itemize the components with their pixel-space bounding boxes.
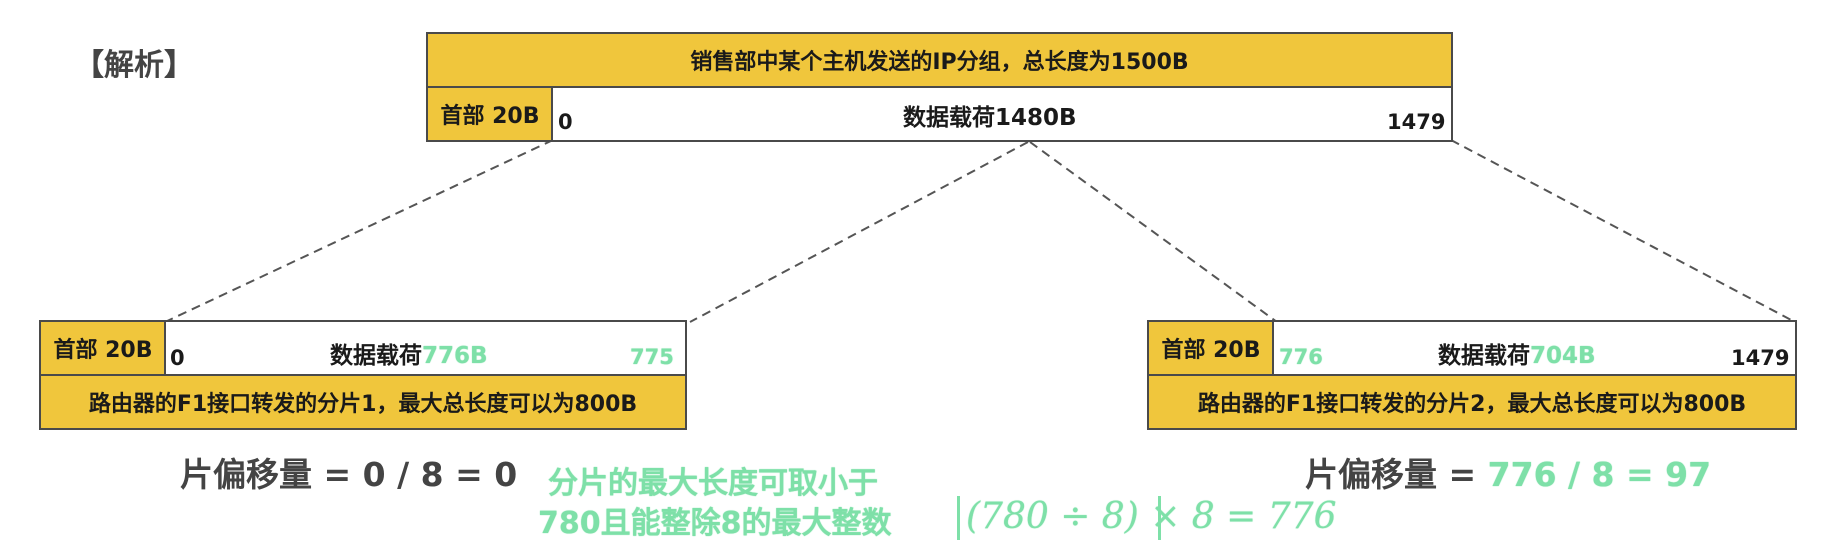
frag1-caption: 路由器的F1接口转发的分片1，最大总长度可以为800B bbox=[39, 374, 687, 430]
frag2-payload-label: 数据载荷704B bbox=[1438, 336, 1596, 370]
frag2-offset-value: 776 / 8 = 97 bbox=[1487, 455, 1712, 494]
frag1-offset-formula: 片偏移量 = 0 / 8 = 0 bbox=[180, 455, 518, 494]
packet-payload bbox=[551, 86, 1453, 142]
frag2-caption: 路由器的F1接口转发的分片2，最大总长度可以为800B bbox=[1147, 374, 1797, 430]
frag1-payload-label: 数据载荷776B bbox=[330, 336, 488, 370]
frag1-payload-prefix: 数据载荷 bbox=[330, 343, 422, 369]
frag2-payload-prefix: 数据载荷 bbox=[1438, 343, 1530, 369]
packet-start-index: 0 bbox=[558, 110, 573, 134]
packet-payload-label: 数据载荷1480B bbox=[903, 105, 1077, 131]
connector-frag1-left bbox=[164, 139, 554, 323]
floor-bracket-left bbox=[957, 496, 960, 540]
frag1-header: 首部 20B bbox=[39, 320, 167, 376]
frag2-payload-size: 704B bbox=[1530, 343, 1596, 369]
frag2-offset-label: 片偏移量 = bbox=[1305, 455, 1488, 494]
frag2-end-index: 1479 bbox=[1731, 346, 1790, 370]
frag2-start-index: 776 bbox=[1279, 345, 1323, 369]
packet-title: 销售部中某个主机发送的IP分组，总长度为1500B bbox=[426, 32, 1453, 88]
frag1-end-index: 775 bbox=[630, 345, 674, 369]
connector-frag2-right bbox=[1450, 139, 1796, 323]
frag1-payload-size: 776B bbox=[422, 343, 488, 369]
frag1-payload bbox=[164, 320, 687, 376]
note-line-1: 分片的最大长度可取小于 bbox=[548, 466, 878, 501]
packet-end-index: 1479 bbox=[1387, 110, 1446, 134]
frag2-header: 首部 20B bbox=[1147, 320, 1275, 376]
connector-frag1-right bbox=[689, 141, 1029, 323]
note-formula: (780 ÷ 8) × 8 = 776 bbox=[966, 496, 1337, 537]
connector-frag2-left bbox=[1029, 141, 1278, 323]
page-heading: 【解析】 bbox=[74, 48, 194, 83]
frag1-start-index: 0 bbox=[170, 346, 185, 370]
frag2-offset-formula: 片偏移量 = 776 / 8 = 97 bbox=[1305, 448, 1711, 496]
floor-bracket-right bbox=[1158, 496, 1161, 540]
packet-header: 首部 20B bbox=[426, 86, 554, 142]
note-line-2: 780且能整除8的最大整数 bbox=[538, 506, 892, 541]
